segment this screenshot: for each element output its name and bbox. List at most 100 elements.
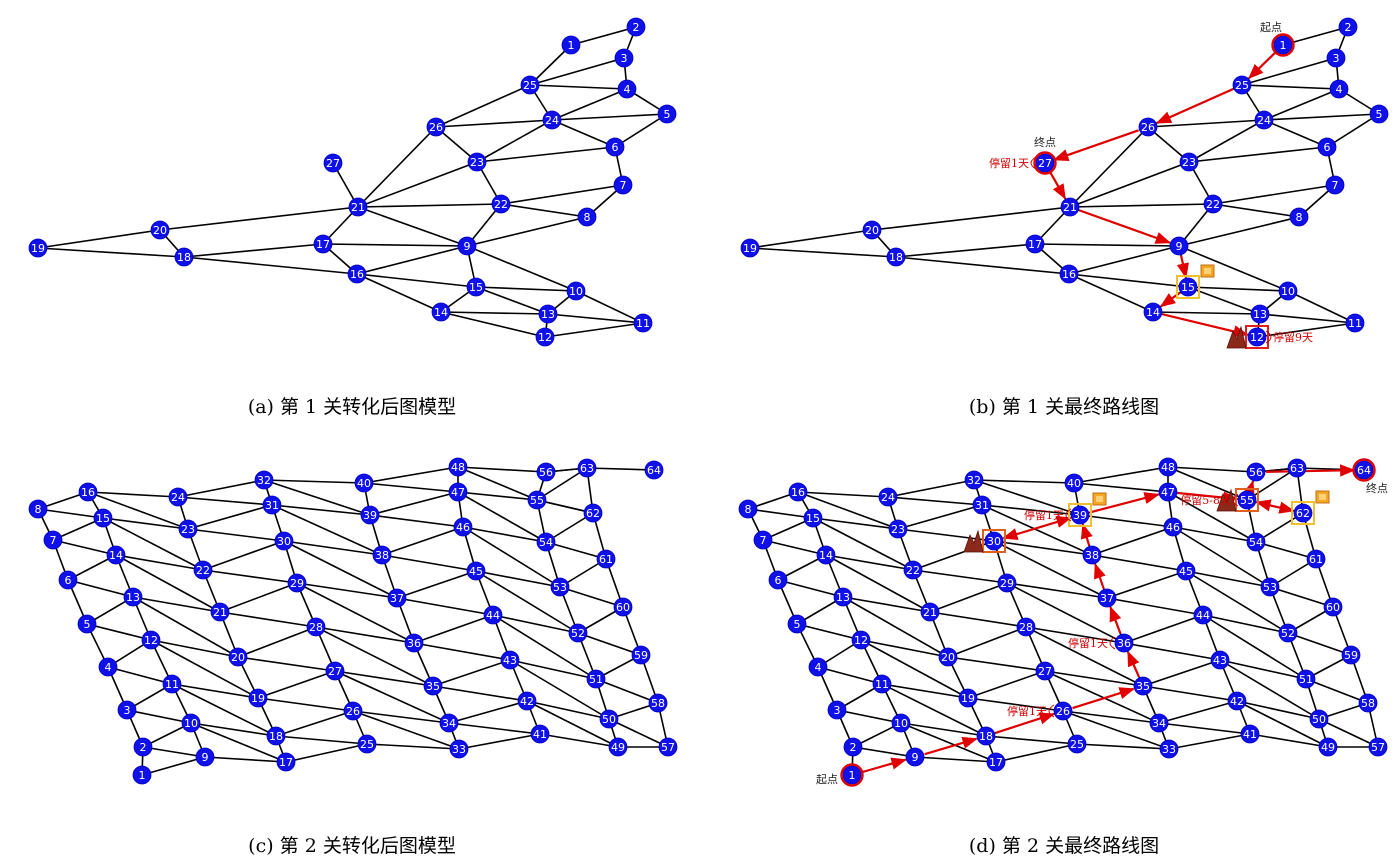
a-edge <box>529 44 572 86</box>
svg-text:51: 51 <box>589 673 603 686</box>
mountain-icon <box>963 529 984 553</box>
c-edge <box>177 479 265 498</box>
d-node-55: 55 <box>1237 490 1257 510</box>
a-node-3: 3 <box>614 48 634 68</box>
d-node-46: 46 <box>1163 517 1183 537</box>
c-edge <box>283 540 383 556</box>
d-end-label: 终点 <box>1366 481 1388 495</box>
d-edge <box>967 670 1046 699</box>
d-node-53: 53 <box>1260 577 1280 597</box>
svg-text:58: 58 <box>1361 697 1375 710</box>
c-edge <box>150 639 259 699</box>
a-edge <box>37 229 161 249</box>
svg-text:19: 19 <box>743 242 757 255</box>
a-node-26: 26 <box>426 117 446 137</box>
d-node-21: 21 <box>920 602 940 622</box>
svg-text:3: 3 <box>1333 52 1340 65</box>
b-node-17: 17 <box>1025 234 1045 254</box>
c-edge <box>539 733 619 748</box>
d-node-8: 8 <box>738 499 758 519</box>
svg-text:1: 1 <box>568 39 575 52</box>
b-marker-box-15 <box>1176 275 1200 299</box>
svg-text:12: 12 <box>1250 331 1264 344</box>
d-node-36: 36 <box>1114 633 1134 653</box>
svg-text:9: 9 <box>464 240 471 253</box>
d-node-11: 11 <box>872 674 892 694</box>
d-route-segment <box>1127 650 1140 678</box>
d-route-segment <box>1109 605 1122 635</box>
d-node-43: 43 <box>1210 650 1230 670</box>
b-node-18: 18 <box>886 247 906 267</box>
c-node-29: 29 <box>287 573 307 593</box>
d-node-44: 44 <box>1193 605 1213 625</box>
d-node-41: 41 <box>1240 724 1260 744</box>
c-edge <box>219 582 298 613</box>
b-marker-box-12 <box>1245 325 1269 349</box>
c-node-52: 52 <box>568 623 588 643</box>
c-edge <box>219 611 317 628</box>
d-edge <box>797 491 889 498</box>
svg-text:15: 15 <box>1181 281 1195 294</box>
c-node-57: 57 <box>658 737 678 757</box>
c-edge <box>413 642 511 661</box>
b-node-14: 14 <box>1143 302 1163 322</box>
svg-text:47: 47 <box>1161 486 1175 499</box>
a-node-21: 21 <box>348 197 368 217</box>
d-edge <box>881 683 987 737</box>
b-node-23: 23 <box>1179 152 1199 172</box>
svg-text:51: 51 <box>1299 673 1313 686</box>
a-node-18: 18 <box>174 247 194 267</box>
c-edge <box>87 491 179 498</box>
svg-text:24: 24 <box>1257 114 1271 127</box>
svg-text:31: 31 <box>265 499 279 512</box>
b-stay-label: 停留9天 <box>1273 330 1313 344</box>
c-node-16: 16 <box>78 482 98 502</box>
svg-text:37: 37 <box>1100 592 1114 605</box>
caption-d: (d) 第 2 关最终路线图 <box>969 835 1159 857</box>
c-edge <box>545 541 607 560</box>
c-edge <box>275 710 354 737</box>
svg-text:61: 61 <box>1309 553 1323 566</box>
d-node-48: 48 <box>1158 457 1178 477</box>
c-node-23: 23 <box>178 519 198 539</box>
svg-text:5: 5 <box>84 618 91 631</box>
b-route-segment <box>1176 255 1189 279</box>
d-route-segment <box>861 757 907 774</box>
svg-text:2: 2 <box>633 21 640 34</box>
svg-text:14: 14 <box>819 549 833 562</box>
c-node-56: 56 <box>536 462 556 482</box>
d-edge <box>912 569 1008 584</box>
a-node-16: 16 <box>347 264 367 284</box>
c-node-32: 32 <box>254 470 274 490</box>
svg-text:27: 27 <box>1038 157 1052 170</box>
caption-b: (b) 第 1 关最终路线图 <box>969 396 1159 418</box>
b-route-segment <box>1052 129 1139 161</box>
c-edge <box>334 670 434 687</box>
d-node-16: 16 <box>788 482 808 502</box>
c-edge <box>475 570 579 634</box>
d-node-38: 38 <box>1082 545 1102 565</box>
c-edge <box>296 582 415 644</box>
d-edge <box>887 479 975 498</box>
d-edge <box>1167 491 1257 543</box>
c-edge <box>202 569 298 584</box>
c-edge <box>381 554 477 572</box>
d-marker-box-39 <box>1068 503 1092 527</box>
svg-text:5: 5 <box>794 618 801 631</box>
d-route-segment <box>924 736 978 756</box>
c-node-34: 34 <box>439 713 459 733</box>
d-route-segment <box>995 712 1055 734</box>
c-edge <box>86 623 152 641</box>
svg-text:54: 54 <box>1249 536 1263 549</box>
svg-text:21: 21 <box>213 606 227 619</box>
d-node-26: 26 <box>1053 701 1073 721</box>
c-edge <box>526 700 619 748</box>
d-node-14: 14 <box>816 545 836 565</box>
svg-text:26: 26 <box>1056 705 1070 718</box>
svg-text:13: 13 <box>541 308 555 321</box>
d-edge <box>912 540 995 571</box>
d-edge <box>881 683 969 699</box>
svg-text:55: 55 <box>530 494 544 507</box>
